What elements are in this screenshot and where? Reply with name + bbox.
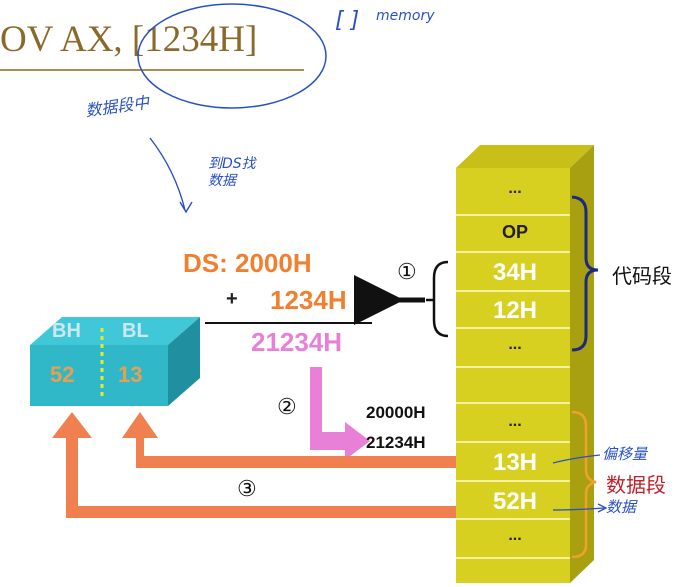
- step-3-marker: ③: [237, 476, 257, 501]
- step-2-marker: ②: [277, 394, 297, 419]
- data-segment-bracket: [571, 410, 597, 559]
- register-bl-value: 13: [118, 362, 143, 387]
- ds-base-label: DS: 2000H: [183, 248, 312, 278]
- high-byte-arrow: [52, 412, 456, 518]
- handwritten-data-note: 数据: [606, 498, 637, 516]
- fetch-bracket: [426, 260, 449, 338]
- step-1-marker: ①: [397, 259, 417, 284]
- physical-address-label: 21234H: [251, 327, 343, 357]
- data-segment-label: 数据段: [606, 475, 666, 497]
- handwritten-offset-pointer: [552, 454, 601, 464]
- low-byte-arrow: [122, 412, 456, 468]
- handwritten-circle: [137, 3, 327, 109]
- handwritten-data-pointer: [552, 503, 608, 513]
- memory-column-side: [570, 145, 594, 583]
- base-address-label: 20000H: [366, 403, 426, 422]
- memory-column-top: [456, 145, 594, 168]
- handwritten-memory-note: memory: [376, 8, 435, 24]
- memory-column-front: [456, 168, 570, 583]
- memory-cell-13h: 13H: [492, 449, 538, 476]
- register-side: [168, 317, 200, 406]
- memory-cell-ellipsis: ...: [508, 336, 522, 353]
- memory-cell-12h: 12H: [492, 297, 538, 324]
- memory-cell-dividers: [456, 214, 570, 559]
- register-bh-label: BH: [52, 320, 81, 342]
- handwritten-arrow: [149, 137, 193, 214]
- code-segment-label: 代码段: [612, 266, 672, 288]
- register-front: [30, 345, 168, 406]
- memory-cell-52h: 52H: [492, 488, 538, 515]
- offset-label: 1234H: [270, 285, 347, 315]
- register-bl-label: BL: [122, 320, 149, 342]
- instruction-title: OV AX, [1234H]: [0, 19, 258, 60]
- code-segment-brace: [571, 195, 599, 352]
- memory-cell-opcode: OP: [501, 222, 528, 242]
- memory-cell-ellipsis: ...: [508, 527, 522, 544]
- handwritten-offset-note: 偏移量: [602, 445, 648, 463]
- register-top: [30, 317, 200, 345]
- plus-sign: +: [226, 288, 238, 310]
- handwritten-bracket-note: [ ]: [335, 8, 360, 33]
- memory-cell-ellipsis: ...: [508, 180, 522, 197]
- handwritten-find-data-note: 到DS找 数据: [208, 156, 256, 189]
- register-bh-value: 52: [50, 362, 75, 387]
- memory-cell-ellipsis: ...: [508, 413, 522, 430]
- target-address-label: 21234H: [366, 433, 426, 452]
- memory-cell-34h: 34H: [492, 259, 538, 286]
- title-underline: [0, 69, 304, 71]
- address-arrow: [310, 367, 370, 460]
